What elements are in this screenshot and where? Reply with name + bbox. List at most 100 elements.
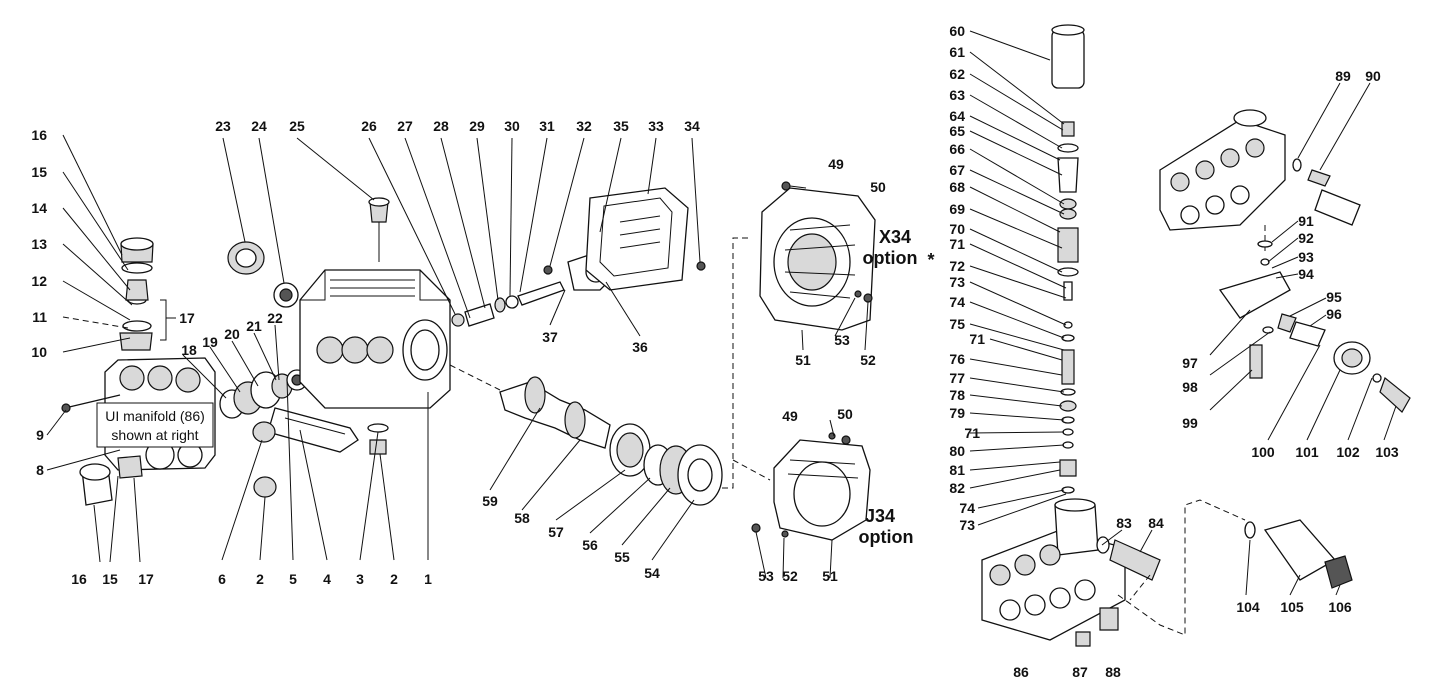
part-4-drawing bbox=[267, 407, 359, 453]
note-line-2: shown at right bbox=[111, 427, 198, 443]
callout-71c: 71 bbox=[964, 425, 980, 441]
seal-group bbox=[219, 369, 308, 419]
callout-35: 35 bbox=[613, 118, 629, 134]
callout-73b: 73 bbox=[959, 517, 975, 533]
callouts-shaft: 59 58 57 56 55 54 bbox=[482, 493, 660, 581]
callout-1: 1 bbox=[424, 571, 432, 587]
callout-99: 99 bbox=[1182, 415, 1198, 431]
callout-16: 16 bbox=[31, 127, 47, 143]
x34-option-label: X34 bbox=[879, 227, 911, 247]
callout-49b: 49 bbox=[782, 408, 798, 424]
callout-79: 79 bbox=[949, 405, 965, 421]
callout-28: 28 bbox=[433, 118, 449, 134]
callout-86: 86 bbox=[1013, 664, 1029, 680]
callout-54: 54 bbox=[644, 565, 660, 581]
callout-31: 31 bbox=[539, 118, 555, 134]
callout-52: 52 bbox=[860, 352, 876, 368]
callout-13: 13 bbox=[31, 236, 47, 252]
callout-22: 22 bbox=[267, 310, 283, 326]
callout-104: 104 bbox=[1236, 599, 1260, 615]
part-6-drawing bbox=[252, 421, 276, 443]
callout-70: 70 bbox=[949, 221, 965, 237]
callout-58: 58 bbox=[514, 510, 530, 526]
callout-24: 24 bbox=[251, 118, 267, 134]
callout-67: 67 bbox=[949, 162, 965, 178]
callout-95: 95 bbox=[1326, 289, 1342, 305]
note-line-1: UI manifold (86) bbox=[105, 408, 205, 424]
callout-25: 25 bbox=[289, 118, 305, 134]
part-87-drawing bbox=[1075, 631, 1091, 647]
callout-11: 11 bbox=[32, 309, 47, 325]
callout-71: 71 bbox=[949, 236, 965, 252]
x34-cover bbox=[759, 181, 876, 331]
callout-77: 77 bbox=[949, 370, 965, 386]
x34-option-word: option bbox=[863, 248, 918, 268]
callout-21: 21 bbox=[246, 318, 262, 334]
callouts-top: 23 24 25 26 27 28 29 30 31 32 35 33 34 bbox=[215, 118, 700, 134]
callout-37: 37 bbox=[542, 329, 558, 345]
callout-93: 93 bbox=[1298, 249, 1314, 265]
callout-32: 32 bbox=[576, 118, 592, 134]
callout-9: 9 bbox=[36, 427, 44, 443]
callouts-cover: 49 50 51 53 52 49 50 53 52 51 bbox=[758, 156, 886, 584]
callout-102: 102 bbox=[1336, 444, 1360, 460]
callout-5: 5 bbox=[289, 571, 297, 587]
callout-10: 10 bbox=[31, 344, 47, 360]
callout-59: 59 bbox=[482, 493, 498, 509]
callout-61: 61 bbox=[949, 44, 965, 60]
callout-80: 80 bbox=[949, 443, 965, 459]
callout-97: 97 bbox=[1182, 355, 1198, 371]
manifold-note: UI manifold (86) shown at right bbox=[96, 402, 214, 448]
callout-34: 34 bbox=[684, 118, 700, 134]
callout-82: 82 bbox=[949, 480, 965, 496]
callout-92: 92 bbox=[1298, 230, 1314, 246]
callout-84: 84 bbox=[1148, 515, 1164, 531]
callout-78: 78 bbox=[949, 387, 965, 403]
callout-15: 15 bbox=[31, 164, 47, 180]
callout-69: 69 bbox=[949, 201, 965, 217]
callout-49: 49 bbox=[828, 156, 844, 172]
x34-star: * bbox=[927, 250, 934, 270]
callout-73: 73 bbox=[949, 274, 965, 290]
callout-71b: 71 bbox=[969, 331, 985, 347]
callout-6: 6 bbox=[218, 571, 226, 587]
callout-20: 20 bbox=[224, 326, 240, 342]
callout-63: 63 bbox=[949, 87, 965, 103]
callout-105: 105 bbox=[1280, 599, 1304, 615]
callout-100: 100 bbox=[1251, 444, 1275, 460]
callout-15b: 15 bbox=[102, 571, 118, 587]
callout-33: 33 bbox=[648, 118, 664, 134]
callout-74: 74 bbox=[949, 294, 965, 310]
callout-68: 68 bbox=[949, 179, 965, 195]
callout-53b: 53 bbox=[758, 568, 774, 584]
callout-3: 3 bbox=[356, 571, 364, 587]
callout-18: 18 bbox=[181, 342, 197, 358]
callout-51b: 51 bbox=[822, 568, 838, 584]
callout-60: 60 bbox=[949, 23, 965, 39]
bottom-manifold bbox=[981, 498, 1126, 641]
callout-19: 19 bbox=[202, 334, 218, 350]
callout-66: 66 bbox=[949, 141, 965, 157]
callout-2: 2 bbox=[256, 571, 264, 587]
callout-53: 53 bbox=[834, 332, 850, 348]
callout-81: 81 bbox=[949, 462, 965, 478]
callout-30: 30 bbox=[504, 118, 520, 134]
callout-94: 94 bbox=[1298, 266, 1314, 282]
callout-57: 57 bbox=[548, 524, 564, 540]
callouts-left: 16 15 14 13 12 11 10 9 8 16 15 17 17 18 … bbox=[31, 127, 283, 587]
callout-29: 29 bbox=[469, 118, 485, 134]
callout-101: 101 bbox=[1295, 444, 1319, 460]
leader-lines bbox=[46, 30, 1397, 596]
callout-76: 76 bbox=[949, 351, 965, 367]
callout-106: 106 bbox=[1328, 599, 1352, 615]
crankcase bbox=[299, 269, 451, 409]
callout-50b: 50 bbox=[837, 406, 853, 422]
callout-4: 4 bbox=[323, 571, 331, 587]
callout-103: 103 bbox=[1375, 444, 1399, 460]
unloader-105 bbox=[1244, 519, 1353, 589]
fitting-84 bbox=[1096, 536, 1161, 581]
part-2b-drawing bbox=[369, 439, 387, 455]
rear-cover bbox=[585, 187, 706, 291]
callout-17: 17 bbox=[179, 310, 195, 326]
